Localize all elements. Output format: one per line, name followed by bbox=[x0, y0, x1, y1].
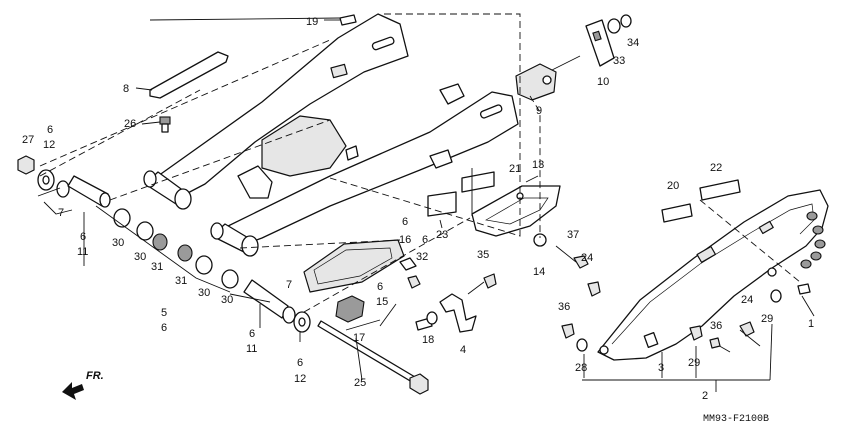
callout-23: 23 bbox=[436, 229, 448, 241]
part-15-chain-guide-pad bbox=[303, 239, 405, 293]
callout-6: 6 bbox=[422, 234, 428, 246]
callout-32: 32 bbox=[416, 251, 428, 263]
callout-10: 10 bbox=[597, 76, 609, 88]
callout-12: 12 bbox=[43, 139, 55, 151]
callout-31: 31 bbox=[151, 261, 163, 273]
callout-30: 30 bbox=[112, 237, 124, 249]
callout-4: 4 bbox=[460, 344, 466, 356]
callout-18: 18 bbox=[422, 334, 434, 346]
callout-34: 34 bbox=[627, 37, 639, 49]
callout-24: 24 bbox=[581, 252, 593, 264]
front-direction-label: FR. bbox=[86, 370, 104, 382]
part-19-label bbox=[339, 14, 357, 26]
part-17-rubber-block bbox=[335, 295, 365, 323]
callout-labels: 19 8 26 27 6 12 7 6 11 30 30 31 31 30 30… bbox=[22, 16, 814, 425]
callout-27: 27 bbox=[22, 134, 34, 146]
part-23-label bbox=[427, 191, 457, 217]
callout-16: 16 bbox=[399, 234, 411, 246]
chain-case bbox=[597, 189, 829, 361]
callout-6: 6 bbox=[377, 281, 383, 293]
part-4-bracket bbox=[439, 293, 477, 333]
callout-11: 11 bbox=[77, 246, 88, 258]
pivot-hardware bbox=[17, 155, 311, 333]
callout-26: 26 bbox=[124, 118, 136, 130]
callout-11: 11 bbox=[246, 343, 257, 355]
callout-30: 30 bbox=[198, 287, 210, 299]
part-21-label bbox=[461, 171, 495, 193]
leader-lines bbox=[37, 13, 815, 392]
diagram-code: MM93-F2100B bbox=[703, 414, 769, 425]
callout-36: 36 bbox=[558, 301, 570, 313]
part-26-grease-fitting bbox=[159, 116, 171, 133]
callout-30: 30 bbox=[221, 294, 233, 306]
callout-2: 2 bbox=[702, 390, 708, 402]
callout-33: 33 bbox=[613, 55, 625, 67]
part-32-screw bbox=[407, 275, 421, 289]
callout-6: 6 bbox=[80, 231, 86, 243]
callout-29: 29 bbox=[688, 357, 700, 369]
drive-chain bbox=[800, 211, 826, 269]
callout-21: 21 bbox=[509, 163, 521, 175]
part-16-collar bbox=[399, 257, 417, 271]
callout-5: 5 bbox=[161, 307, 167, 319]
swingarm bbox=[143, 13, 519, 257]
part-35-bolt bbox=[467, 273, 497, 295]
callout-1: 1 bbox=[808, 318, 814, 330]
callout-6: 6 bbox=[297, 357, 303, 369]
callout-7: 7 bbox=[286, 279, 292, 291]
chain-adjuster-parts bbox=[515, 14, 632, 101]
front-direction-arrow bbox=[62, 382, 84, 400]
callout-14: 14 bbox=[533, 266, 545, 278]
part-22-label bbox=[699, 179, 741, 201]
callout-6: 6 bbox=[402, 216, 408, 228]
callout-8: 8 bbox=[123, 83, 129, 95]
part-20-label bbox=[661, 203, 693, 223]
callout-13: 13 bbox=[532, 159, 544, 171]
callout-17: 17 bbox=[353, 332, 365, 344]
callout-24: 24 bbox=[741, 294, 753, 306]
callout-6: 6 bbox=[161, 322, 167, 334]
callout-35: 35 bbox=[477, 249, 489, 261]
callout-36: 36 bbox=[710, 320, 722, 332]
callout-29: 29 bbox=[761, 313, 773, 325]
callout-12: 12 bbox=[294, 373, 306, 385]
callout-6: 6 bbox=[249, 328, 255, 340]
callout-3: 3 bbox=[658, 362, 664, 374]
callout-7: 7 bbox=[58, 207, 64, 219]
callout-15: 15 bbox=[376, 296, 388, 308]
callout-30: 30 bbox=[134, 251, 146, 263]
callout-28: 28 bbox=[575, 362, 587, 374]
callout-20: 20 bbox=[667, 180, 679, 192]
callout-31: 31 bbox=[175, 275, 187, 287]
callout-22: 22 bbox=[710, 162, 722, 174]
part-1-label bbox=[797, 283, 811, 295]
part-18-bolt bbox=[415, 311, 438, 331]
callout-6: 6 bbox=[47, 124, 53, 136]
part-13-chain-guide bbox=[471, 185, 561, 237]
callout-25: 25 bbox=[354, 377, 366, 389]
callout-9: 9 bbox=[536, 105, 542, 117]
callout-19: 19 bbox=[306, 16, 318, 28]
part-8-chain-slider bbox=[149, 51, 229, 99]
callout-37: 37 bbox=[567, 229, 579, 241]
part-25-pivot-bolt bbox=[317, 320, 429, 395]
